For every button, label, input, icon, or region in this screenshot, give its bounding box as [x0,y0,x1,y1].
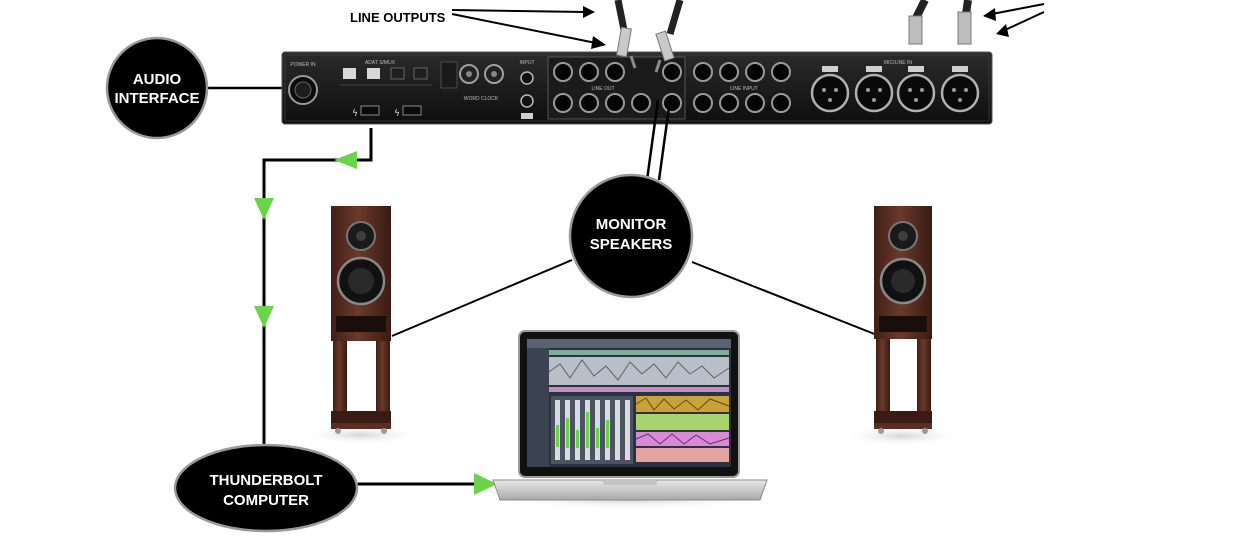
rca-input: INPUT [520,60,535,119]
mic-line-label: MIC/LINE IN [884,60,912,66]
signal-arrows [254,151,497,495]
svg-text:ϟ: ϟ [352,109,358,119]
callout-line-2: INTERFACE [114,90,199,107]
line-outputs-label: LINE OUTPUTS [350,10,446,25]
connection-lines [205,86,878,486]
daw-screen [527,339,731,467]
adat-ports: ADAT S/MUX [340,60,432,86]
line-output-jacks: LINE OUT [547,56,686,120]
input-label: INPUT [520,60,535,66]
thunderbolt-ports: ϟ ϟ [352,105,422,119]
mic-line-inputs: MIC/LINE IN [810,60,980,113]
line-input-label: LINE INPUT [730,86,758,92]
audio-interface-rack: POWER IN ADAT S/MUX ϟ ϟ WORD CLOCK [281,51,993,125]
callout-thunderbolt-computer: THUNDERBOLT COMPUTER [173,443,359,533]
arrow-down-icon [254,198,274,220]
adat-label: ADAT S/MUX [365,60,396,66]
monitor-speaker-right [840,206,964,446]
callout-line-1: AUDIO [133,71,182,88]
callout-line-2: SPEAKERS [590,236,673,253]
laptop-computer [490,330,770,510]
callout-line-1: THUNDERBOLT [209,472,322,489]
word-clock-label: WORD CLOCK [464,96,499,102]
word-clock-ports: WORD CLOCK [440,61,504,102]
callout-audio-interface: AUDIO INTERFACE [105,36,209,140]
callout-line-2: COMPUTER [223,492,309,509]
svg-text:ϟ: ϟ [394,109,400,119]
pointer-arrows [451,3,1045,49]
monitor-speaker-left [299,206,423,445]
arrow-right-icon [474,473,497,495]
power-label: POWER IN [290,62,316,68]
arrow-down-icon [254,306,274,328]
power-connector: POWER IN [288,62,318,105]
line-output-label: LINE OUT [591,86,614,92]
callout-line-1: MONITOR [596,216,667,233]
callout-monitor-speakers: MONITOR SPEAKERS [568,173,694,299]
line-output-cables [614,0,972,181]
arrow-left-icon [334,151,357,169]
line-input-jacks: LINE INPUT [693,62,791,113]
